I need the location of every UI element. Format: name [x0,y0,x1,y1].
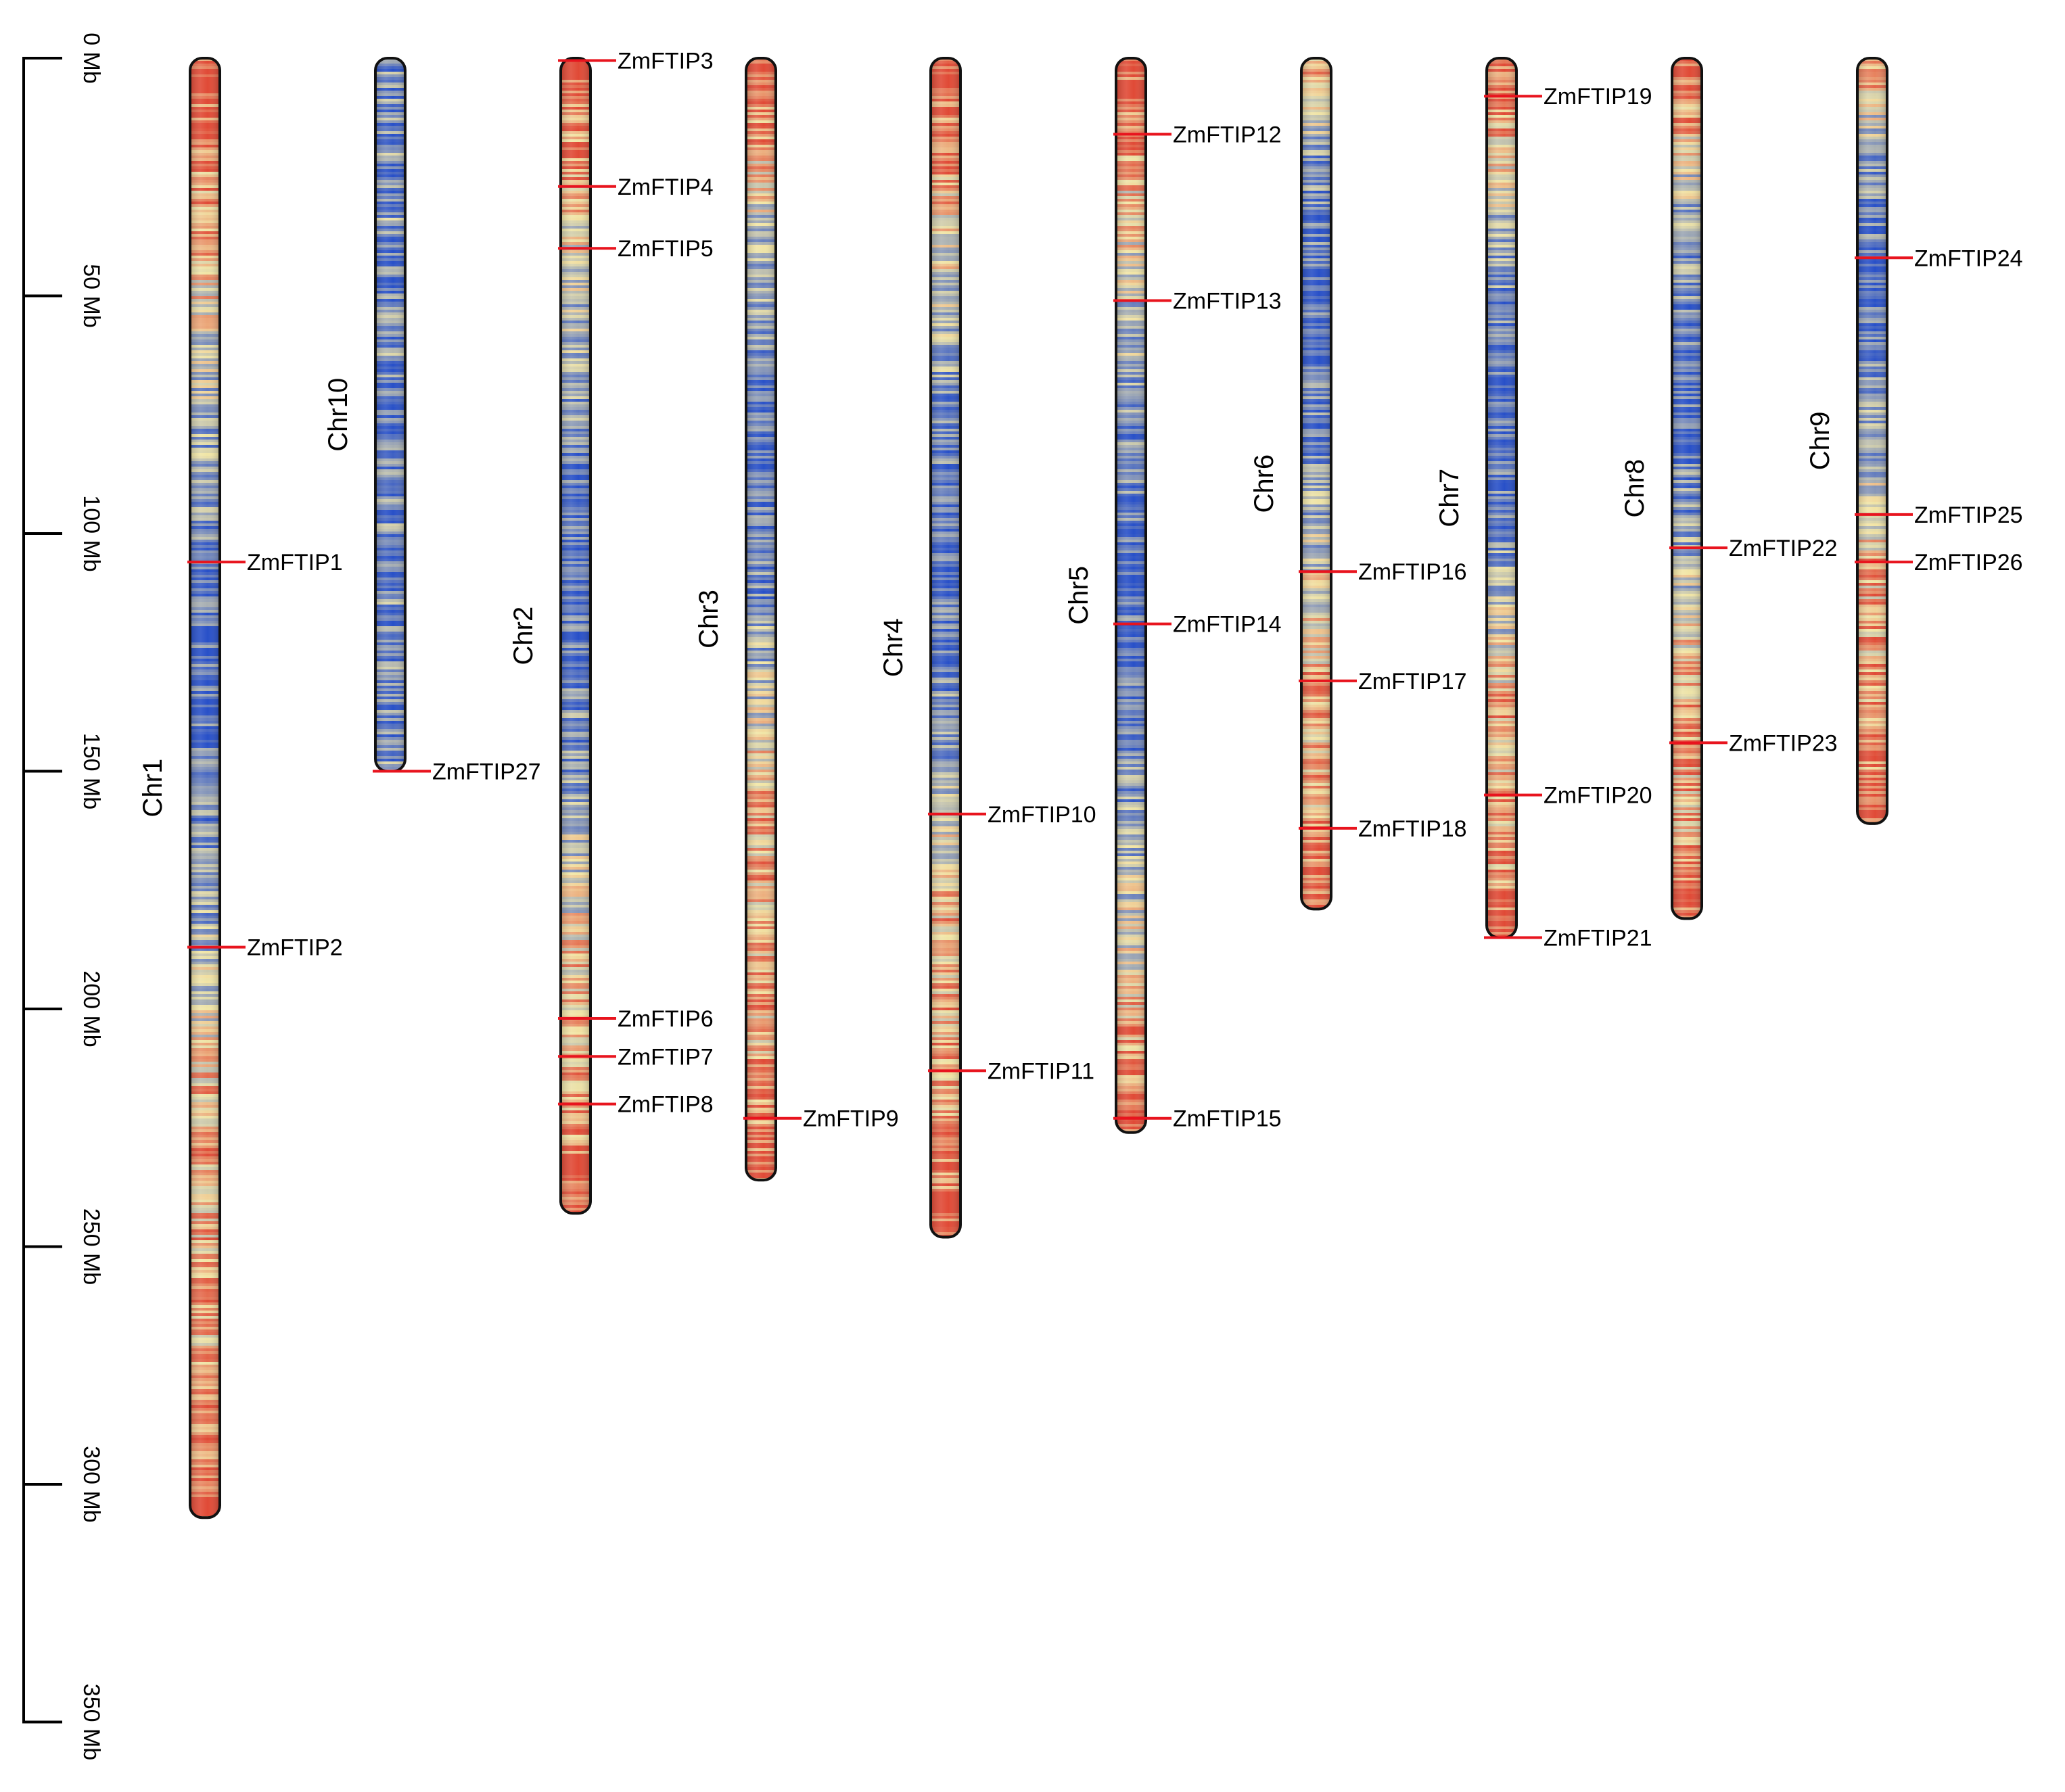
chromosome-outline [929,57,962,1239]
chromosome-label: Chr9 [1805,412,1835,471]
chromosome-label: Chr8 [1620,459,1650,518]
gene-label: ZmFTIP13 [1173,289,1282,314]
gene-label: ZmFTIP14 [1173,612,1282,638]
chromosome-label: Chr3 [694,590,724,649]
gene-label: ZmFTIP7 [618,1044,714,1070]
gene-label: ZmFTIP3 [618,49,714,74]
chromosome-shading [190,58,220,1518]
chromosome-label: Chr4 [879,618,908,677]
gene-label: ZmFTIP9 [803,1106,899,1132]
gene-label: ZmFTIP1 [247,550,343,575]
gene-label: ZmFTIP17 [1358,669,1467,694]
chromosome-shading [1857,58,1887,824]
scale-tick-label: 100 Mb [78,495,104,571]
chromosome-shading [1116,58,1146,1133]
chromosome-shading [375,58,405,772]
chromosome-label: Chr10 [323,378,353,452]
chromosome-label: Chr6 [1249,454,1279,513]
chromosome-outline [189,57,221,1519]
chromosome-shading [561,58,590,1214]
chromosome-label: Chr2 [509,607,538,665]
scale-tick-label: 50 Mb [78,264,104,328]
gene-label: ZmFTIP10 [988,802,1096,828]
gene-label: ZmFTIP27 [432,759,541,785]
gene-label: ZmFTIP21 [1544,926,1652,951]
chromosome-label: Chr1 [138,759,168,818]
gene-label: ZmFTIP25 [1914,502,2023,528]
scale-tick-label: 200 Mb [78,970,104,1047]
gene-label: ZmFTIP11 [988,1058,1094,1084]
scale-ruler: 0 Mb 50 Mb 100 Mb 150 Mb 200 Mb 250 Mb 300 Mb 3… [22,32,104,1760]
scale-tick-label: 350 Mb [78,1684,104,1760]
chromosome-outline [745,57,777,1182]
gene-label: ZmFTIP12 [1173,122,1282,147]
chromosome-set: Chr1ZmFTIP1ZmFTIP2Chr10ZmFTIP27Chr2ZmFTI… [138,49,2023,1519]
chromosome-label: Chr5 [1064,566,1094,625]
gene-label: ZmFTIP23 [1729,730,1838,756]
gene-label: ZmFTIP22 [1729,536,1838,561]
gene-label: ZmFTIP26 [1914,550,2023,575]
chromosome-outline [1300,57,1332,911]
chromosome-outline [559,57,592,1215]
gene-label: ZmFTIP15 [1173,1106,1282,1132]
gene-label: ZmFTIP6 [618,1006,714,1032]
chromosome-label: Chr7 [1435,469,1464,527]
gene-label: ZmFTIP4 [618,174,714,200]
gene-label: ZmFTIP18 [1358,816,1467,842]
chromosome-shading [746,58,776,1181]
scale-tick-label: 150 Mb [78,733,104,809]
chromosome-outline [1671,57,1703,920]
chromosome-shading [1301,58,1331,910]
chromosome-shading [931,58,960,1237]
gene-label: ZmFTIP5 [618,236,714,262]
gene-label: ZmFTIP19 [1544,84,1652,110]
gene-label: ZmFTIP2 [247,935,343,961]
chromosome-shading [1487,58,1516,938]
chromosome-shading [1672,58,1702,919]
scale-tick-label: 250 Mb [78,1208,104,1285]
gene-label: ZmFTIP16 [1358,559,1467,585]
scale-tick-label: 300 Mb [78,1446,104,1522]
chromosome-outline [1115,57,1147,1134]
chromosome-outline [1856,57,1888,825]
chromosome-chr2: Chr2 ZmFTIP3ZmFTIP4ZmFTIP5ZmFTIP6ZmFTIP7Z… [509,49,714,1215]
scale-tick-label: 0 Mb [78,32,104,84]
gene-label: ZmFTIP8 [618,1092,714,1118]
gene-label: ZmFTIP24 [1914,245,2023,271]
gene-label: ZmFTIP20 [1544,783,1652,809]
